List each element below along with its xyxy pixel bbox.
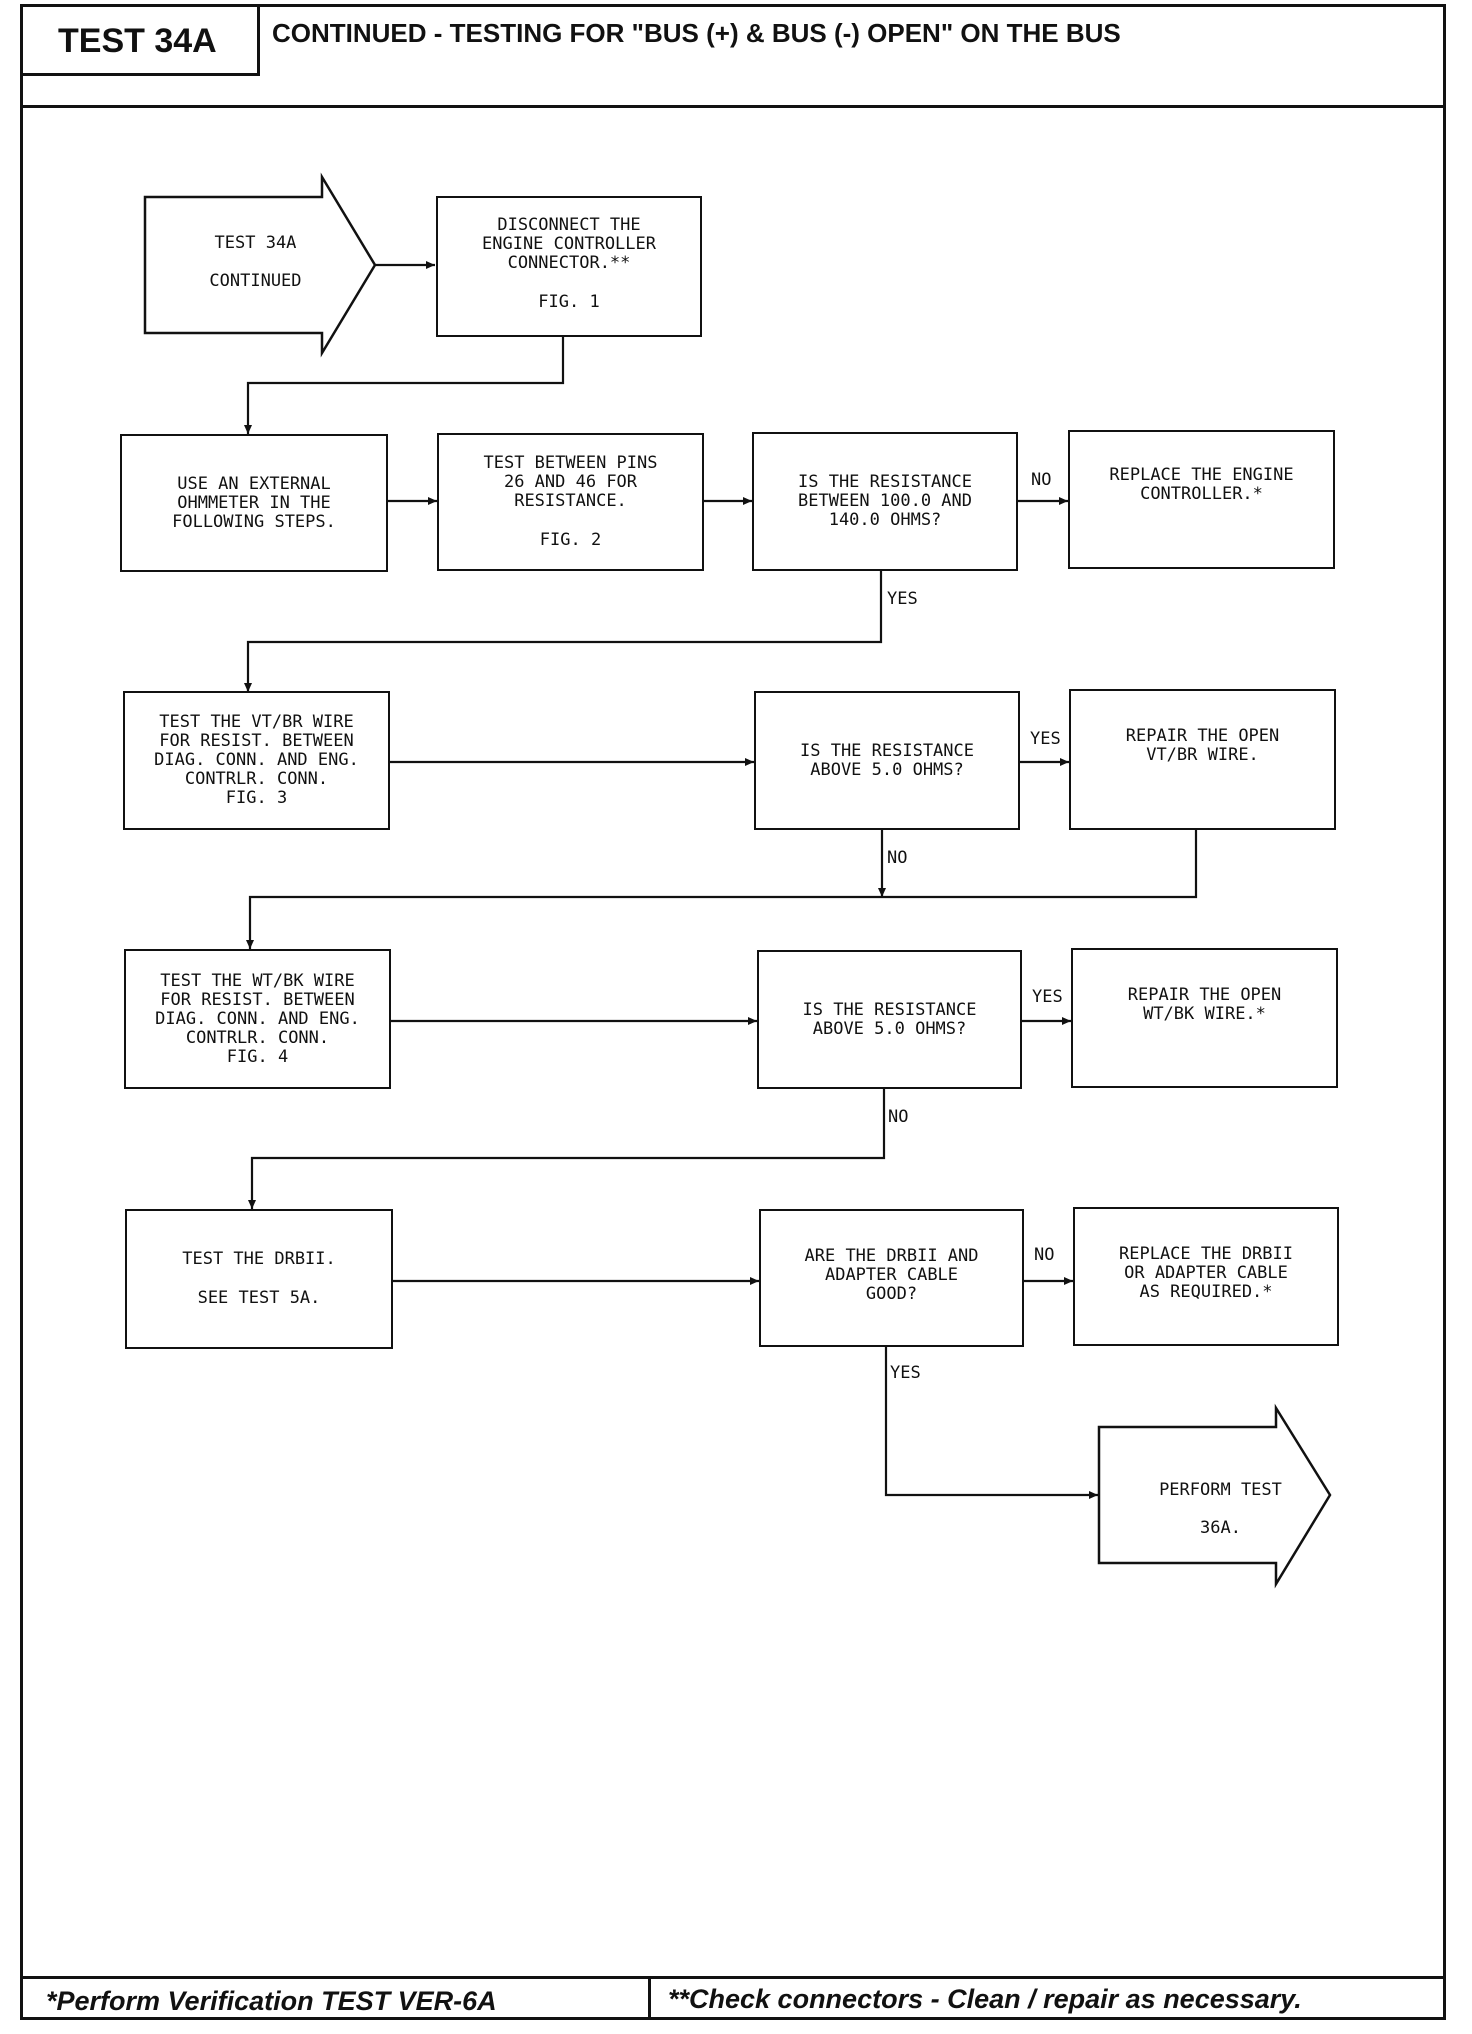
wtbk-line-3: DIAG. CONN. AND ENG. xyxy=(155,1008,360,1029)
replace-drbii-box: REPLACE THE DRBII OR ADAPTER CABLE AS RE… xyxy=(1073,1207,1339,1346)
use-ohmmeter-box: USE AN EXTERNAL OHMMETER IN THE FOLLOWIN… xyxy=(120,434,388,572)
q1-line-2: BETWEEN 100.0 AND xyxy=(798,491,972,511)
footer-divider xyxy=(20,1976,1446,1979)
label-no-drbii: NO xyxy=(1034,1245,1055,1265)
vtbr-line-5: FIG. 3 xyxy=(225,788,288,808)
question-above-5-ohms-1-box: IS THE RESISTANCE ABOVE 5.0 OHMS? xyxy=(754,691,1020,830)
vtbr-line-1: TEST THE VT/BR WIRE xyxy=(159,712,354,732)
q2-line-2: ABOVE 5.0 OHMS? xyxy=(810,759,964,780)
disconnect-line-1: DISCONNECT THE xyxy=(497,215,641,235)
start-line-2: CONTINUED xyxy=(209,271,302,291)
footer-separator xyxy=(648,1976,651,2020)
label-yes-repair-wtbk: YES xyxy=(1032,987,1063,1007)
disconnect-fig: FIG. 1 xyxy=(538,292,600,312)
q3-line-1: IS THE RESISTANCE xyxy=(802,999,977,1020)
pins-line-3: RESISTANCE. xyxy=(514,491,627,511)
perform-line-2: 36A. xyxy=(1200,1518,1241,1538)
label-no-wtbk: NO xyxy=(888,1107,909,1127)
perform-arrow-shape xyxy=(1097,1403,1332,1589)
test-pins-box: TEST BETWEEN PINS 26 AND 46 FOR RESISTAN… xyxy=(437,433,704,571)
perform-text: PERFORM TEST 36A. xyxy=(1110,1462,1290,1557)
test-id-box xyxy=(20,4,260,76)
disconnect-connector-box: DISCONNECT THE ENGINE CONTROLLER CONNECT… xyxy=(436,196,702,337)
use-line-1: USE AN EXTERNAL xyxy=(177,473,331,494)
footer-left: *Perform Verification TEST VER-6A xyxy=(46,1986,497,2016)
question-above-5-ohms-2-box: IS THE RESISTANCE ABOVE 5.0 OHMS? xyxy=(757,950,1022,1089)
label-yes-repair-vtbr: YES xyxy=(1030,729,1061,749)
question-drbii-good-box: ARE THE DRBII AND ADAPTER CABLE GOOD? xyxy=(759,1209,1024,1347)
wtbk-line-1: TEST THE WT/BK WIRE xyxy=(160,970,355,991)
vtbr-line-4: CONTRLR. CONN. xyxy=(184,769,329,789)
vtbr-line-3: DIAG. CONN. AND ENG. xyxy=(154,750,359,770)
replace-drbii-line-2: OR ADAPTER CABLE xyxy=(1124,1263,1288,1283)
drbii-line-1: TEST THE DRBII. xyxy=(182,1249,336,1269)
footer-right: **Check connectors - Clean / repair as n… xyxy=(668,1984,1302,2014)
drbii-line-2: SEE TEST 5A. xyxy=(197,1288,321,1308)
replace-controller-box: REPLACE THE ENGINE CONTROLLER.* xyxy=(1068,430,1335,569)
test-vtbr-wire-box: TEST THE VT/BR WIRE FOR RESIST. BETWEEN … xyxy=(123,691,390,830)
wtbk-line-4: CONTRLR. CONN. xyxy=(185,1027,330,1048)
start-arrow-shape xyxy=(143,172,377,358)
q4-line-3: GOOD? xyxy=(865,1284,918,1304)
perform-line-1: PERFORM TEST xyxy=(1159,1480,1282,1500)
repair-wtbk-line-1: REPAIR THE OPEN xyxy=(1127,985,1282,1005)
start-text: TEST 34A CONTINUED xyxy=(150,215,320,310)
q1-line-1: IS THE RESISTANCE xyxy=(798,472,972,492)
use-line-2: OHMMETER IN THE xyxy=(177,492,331,513)
start-line-1: TEST 34A xyxy=(214,233,297,253)
pins-line-1: TEST BETWEEN PINS xyxy=(483,453,658,473)
test-drbii-box: TEST THE DRBII. SEE TEST 5A. xyxy=(125,1209,393,1349)
q4-line-2: ADAPTER CABLE xyxy=(824,1265,959,1285)
header-title: CONTINUED - TESTING FOR "BUS (+) & BUS (… xyxy=(272,18,1121,48)
use-line-3: FOLLOWING STEPS. xyxy=(172,511,336,532)
pins-fig: FIG. 2 xyxy=(539,530,602,550)
replace-drbii-line-1: REPLACE THE DRBII xyxy=(1119,1244,1293,1264)
replace-ctrl-line-1: REPLACE THE ENGINE xyxy=(1109,465,1294,485)
repair-vtbr-box: REPAIR THE OPEN VT/BR WIRE. xyxy=(1069,689,1336,830)
test-id: TEST 34A xyxy=(58,22,217,60)
q4-line-1: ARE THE DRBII AND xyxy=(804,1246,979,1266)
disconnect-line-2: ENGINE CONTROLLER xyxy=(482,234,656,254)
question-resistance-range-box: IS THE RESISTANCE BETWEEN 100.0 AND 140.… xyxy=(752,432,1018,571)
wtbk-line-2: FOR RESIST. BETWEEN xyxy=(160,989,355,1010)
q2-line-1: IS THE RESISTANCE xyxy=(800,740,974,761)
label-yes-range: YES xyxy=(887,589,918,609)
label-no-vtbr: NO xyxy=(887,848,908,868)
q1-line-3: 140.0 OHMS? xyxy=(828,510,942,530)
replace-drbii-line-3: AS REQUIRED.* xyxy=(1139,1282,1273,1302)
header-divider xyxy=(20,105,1446,108)
outer-frame xyxy=(20,4,1446,2020)
repair-wtbk-line-2: WT/BK WIRE.* xyxy=(1143,1004,1266,1024)
pins-line-2: 26 AND 46 FOR xyxy=(503,472,638,492)
vtbr-line-2: FOR RESIST. BETWEEN xyxy=(159,731,354,751)
disconnect-line-3: CONNECTOR.** xyxy=(507,253,631,273)
replace-ctrl-line-2: CONTROLLER.* xyxy=(1140,484,1263,504)
repair-wtbk-box: REPAIR THE OPEN WT/BK WIRE.* xyxy=(1071,948,1338,1088)
repair-vtbr-line-2: VT/BR WIRE. xyxy=(1146,745,1259,765)
wtbk-line-5: FIG. 4 xyxy=(226,1046,289,1067)
label-yes-drbii: YES xyxy=(890,1363,921,1383)
label-no-replace-controller: NO xyxy=(1031,470,1052,490)
repair-vtbr-line-1: REPAIR THE OPEN xyxy=(1125,726,1280,746)
q3-line-2: ABOVE 5.0 OHMS? xyxy=(812,1018,967,1039)
test-wtbk-wire-box: TEST THE WT/BK WIRE FOR RESIST. BETWEEN … xyxy=(124,949,391,1089)
